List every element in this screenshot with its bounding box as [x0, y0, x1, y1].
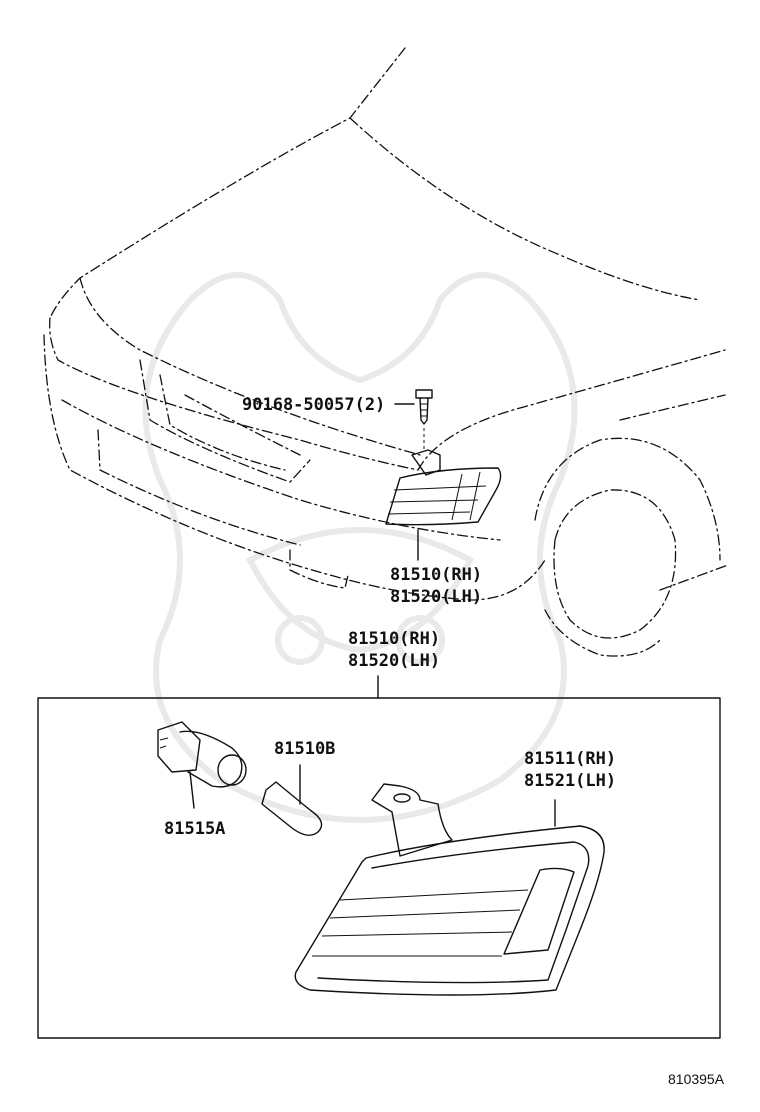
label-lens-rh: 81511(RH) — [524, 749, 616, 769]
lens-part — [294, 783, 605, 996]
diagram-caption: 810395A — [668, 1071, 725, 1087]
label-bulb: 81510B — [274, 739, 335, 759]
label-screw: 90168-50057(2) — [242, 395, 385, 415]
label-lamp-top-rh: 81510(RH) — [390, 565, 482, 585]
watermark-emblem — [142, 272, 578, 824]
socket-part — [157, 721, 247, 809]
vehicle-front-outline — [43, 47, 729, 657]
bulb-part — [261, 764, 323, 836]
label-socket: 81515A — [164, 819, 225, 839]
label-lens-lh: 81521(LH) — [524, 771, 616, 791]
exploded-view-frame — [37, 697, 721, 1039]
corner-lamp-installed — [385, 449, 502, 526]
label-lamp-box-rh: 81510(RH) — [348, 629, 440, 649]
label-lamp-top-lh: 81520(LH) — [390, 587, 482, 607]
screw-part — [394, 389, 433, 452]
label-lamp-box-lh: 81520(LH) — [348, 651, 440, 671]
